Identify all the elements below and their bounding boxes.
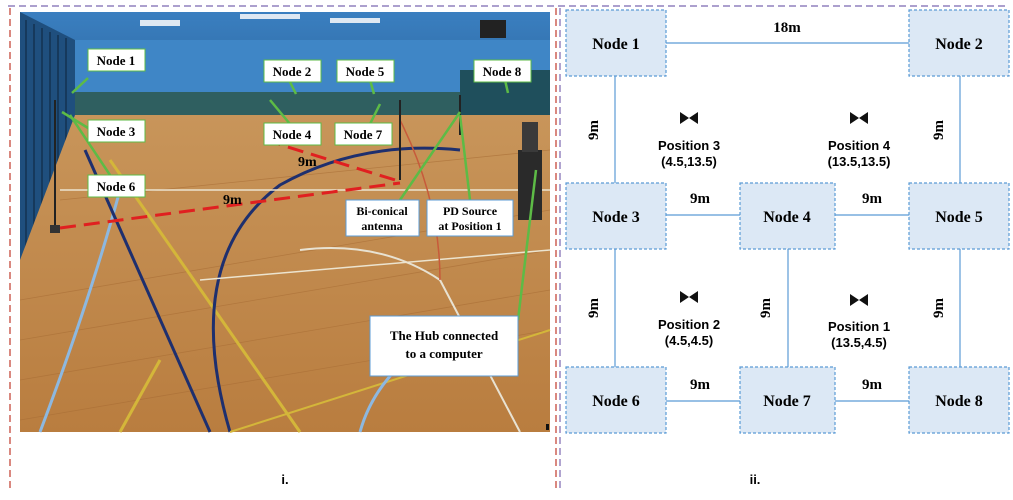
callout-node-7-label: Node 7 bbox=[344, 127, 383, 142]
callout-node-2-label: Node 2 bbox=[273, 64, 312, 79]
distance-right-lower: 9m bbox=[931, 298, 947, 319]
distance-bottom-left: 9m bbox=[690, 377, 711, 393]
callout-node-3: Node 3 bbox=[87, 119, 146, 143]
red-dimension-lines bbox=[59, 138, 401, 230]
node-box-5: Node 5 bbox=[908, 182, 1010, 250]
callout-node-8-label: Node 8 bbox=[483, 64, 522, 79]
position-2-marker-icon bbox=[680, 291, 698, 303]
callout-node-6: Node 6 bbox=[87, 174, 146, 198]
callout-arrows bbox=[61, 77, 538, 321]
panel-caption-i: i. bbox=[281, 472, 288, 487]
position-3-marker-icon bbox=[680, 112, 698, 124]
distance-left-upper: 9m bbox=[586, 120, 602, 141]
node-box-6-label: Node 6 bbox=[592, 393, 640, 410]
node-box-8-label: Node 8 bbox=[935, 393, 983, 410]
node-box-4-label: Node 4 bbox=[763, 209, 811, 226]
dim-label-9m-b: 9m bbox=[223, 193, 242, 208]
position-2-coords: (4.5,4.5) bbox=[665, 333, 713, 348]
callout-hub: The Hub connected to a computer bbox=[369, 315, 519, 377]
callout-antenna: Bi-conical antenna bbox=[345, 199, 420, 237]
position-3-label: Position 3 bbox=[658, 138, 720, 153]
callout-antenna-line1: Bi-conical bbox=[356, 204, 408, 218]
position-4-coords: (13.5,13.5) bbox=[828, 154, 891, 169]
position-1-coords: (13.5,4.5) bbox=[831, 335, 887, 350]
node-box-3-label: Node 3 bbox=[592, 209, 640, 226]
callout-hub-line2: to a computer bbox=[405, 346, 482, 361]
node-box-3: Node 3 bbox=[565, 182, 667, 250]
position-4-label: Position 4 bbox=[828, 138, 891, 153]
callout-node-7: Node 7 bbox=[334, 122, 393, 146]
node-box-4: Node 4 bbox=[739, 182, 836, 250]
position-3-coords: (4.5,13.5) bbox=[661, 154, 717, 169]
node-box-6: Node 6 bbox=[565, 366, 667, 434]
position-2-label: Position 2 bbox=[658, 317, 720, 332]
callout-node-4-label: Node 4 bbox=[273, 127, 312, 142]
node-box-8: Node 8 bbox=[908, 366, 1010, 434]
position-1-label: Position 1 bbox=[828, 319, 890, 334]
node-box-1: Node 1 bbox=[565, 9, 667, 77]
callout-node-1: Node 1 bbox=[87, 48, 146, 72]
callout-node-8: Node 8 bbox=[473, 59, 532, 83]
callout-node-6-label: Node 6 bbox=[97, 179, 136, 194]
node-box-2: Node 2 bbox=[908, 9, 1010, 77]
node-box-5-label: Node 5 bbox=[935, 209, 983, 226]
callout-pd-source: PD Source at Position 1 bbox=[426, 199, 514, 237]
callout-pd-line1: PD Source bbox=[443, 204, 498, 218]
distance-center-lower: 9m bbox=[758, 298, 774, 319]
callout-node-3-label: Node 3 bbox=[97, 124, 136, 139]
callout-antenna-line2: antenna bbox=[361, 219, 402, 233]
node-box-2-label: Node 2 bbox=[935, 36, 983, 53]
dim-label-9m-a: 9m bbox=[298, 155, 317, 170]
callout-node-1-label: Node 1 bbox=[97, 53, 136, 68]
position-1-marker-icon bbox=[850, 294, 868, 306]
callout-node-5: Node 5 bbox=[336, 59, 395, 83]
node-box-7: Node 7 bbox=[739, 366, 836, 434]
callout-hub-line1: The Hub connected bbox=[390, 328, 499, 343]
callout-node-5-label: Node 5 bbox=[346, 64, 385, 79]
panel-caption-ii: ii. bbox=[750, 472, 761, 487]
connection-lines bbox=[614, 42, 961, 402]
node-box-7-label: Node 7 bbox=[763, 393, 811, 410]
distance-mid-right: 9m bbox=[862, 191, 883, 207]
distance-left-lower: 9m bbox=[586, 298, 602, 319]
callout-node-2: Node 2 bbox=[263, 59, 322, 83]
position-4-marker-icon bbox=[850, 112, 868, 124]
distance-top: 18m bbox=[773, 20, 801, 36]
node-box-1-label: Node 1 bbox=[592, 36, 640, 53]
distance-mid-left: 9m bbox=[690, 191, 711, 207]
callout-node-4: Node 4 bbox=[263, 122, 322, 146]
callout-pd-line2: at Position 1 bbox=[438, 219, 501, 233]
distance-bottom-right: 9m bbox=[862, 377, 883, 393]
distance-right-upper: 9m bbox=[931, 120, 947, 141]
